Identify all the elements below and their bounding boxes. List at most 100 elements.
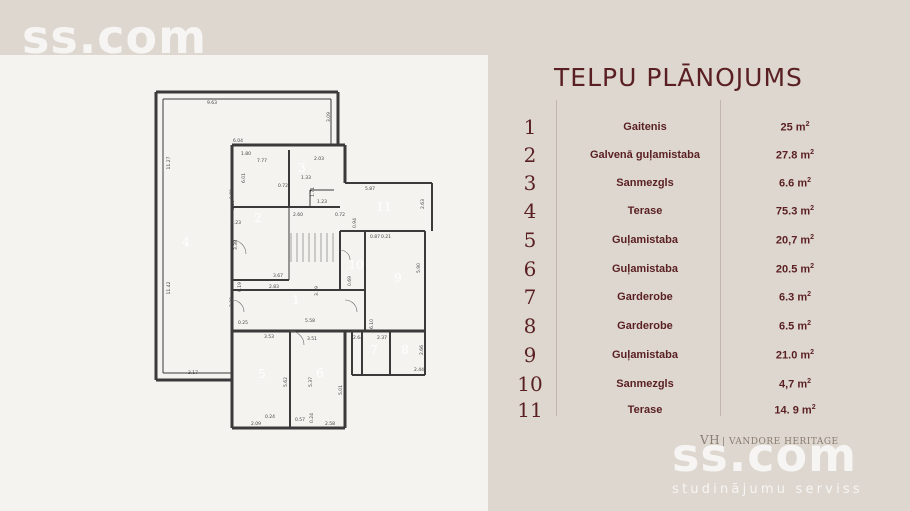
dimension-label: 0.89	[229, 189, 235, 199]
room-area: 27.8 m2	[740, 149, 850, 162]
room-area-unit: 2	[810, 149, 815, 156]
watermark-logo-bottom: ss.com	[672, 428, 858, 482]
room-area: 6.5 m2	[740, 320, 850, 333]
room-area-unit: 2	[810, 349, 815, 356]
dimension-label: 0.24	[309, 413, 315, 423]
dimension-label: 3.17	[188, 370, 198, 376]
room-area: 20.5 m2	[740, 263, 850, 276]
room-name: Sanmezgls	[616, 177, 674, 189]
dimension-label: 1.80	[241, 151, 251, 157]
room-area-unit: 2	[807, 291, 812, 298]
room-name: Garderobe	[617, 291, 673, 303]
door-swing	[231, 299, 245, 313]
room-area: 6.3 m2	[740, 291, 850, 304]
room-area-value: 75.3 m	[775, 205, 811, 218]
room-area-unit: 2	[807, 378, 812, 385]
room-area: 14. 9 m2	[740, 404, 850, 417]
room-area-value: 14. 9 m	[774, 404, 812, 417]
room-number: 9	[523, 343, 537, 367]
room-name: Terase	[627, 404, 663, 416]
legend-title: TELPU PLĀNOJUMS	[554, 63, 803, 92]
dimension-label: 7.77	[257, 158, 267, 164]
dimension-label: 3.67	[273, 273, 283, 279]
room-label: 5	[258, 367, 266, 381]
room-number: 4	[523, 199, 537, 223]
room-name: Terase	[627, 205, 663, 217]
dimension-label: 0.72	[278, 183, 288, 189]
room-name: Galvenā guļamistaba	[589, 149, 701, 161]
room-label: 11	[376, 200, 391, 214]
room-area-unit: 2	[810, 205, 815, 212]
watermark-logo-top: ss.com	[22, 10, 208, 64]
room-label: 6	[316, 366, 324, 380]
room-area: 6.6 m2	[740, 177, 850, 190]
dimension-label: 2.03	[314, 156, 324, 162]
door-swing	[339, 249, 351, 261]
room-name: Sanmezgls	[616, 378, 674, 390]
dimension-label: 0.87	[370, 234, 380, 240]
room-area: 75.3 m2	[740, 205, 850, 218]
room-label: 1	[292, 293, 300, 307]
dimension-label: 11.27	[166, 156, 172, 169]
room-number: 6	[523, 257, 537, 281]
dimension-label: 1.23	[317, 199, 327, 205]
room-label: 7	[370, 343, 378, 357]
room-area-value: 4,7 m	[778, 378, 808, 391]
room-number: 8	[523, 314, 537, 338]
room-area-unit: 2	[810, 263, 815, 270]
room-area: 21.0 m2	[740, 349, 850, 362]
dimension-label: 0.25	[238, 320, 248, 326]
room-area-value: 27.8 m	[775, 149, 811, 162]
door-swing	[231, 239, 247, 255]
room-area-unit: 2	[807, 320, 812, 327]
room-area: 20,7 m2	[740, 234, 850, 247]
dimension-label: 5.37	[308, 377, 314, 387]
dimension-label: 0.21	[381, 234, 391, 240]
room-name: Guļamistaba	[611, 349, 679, 361]
room-label: 8	[401, 343, 409, 357]
room-area: 25 m2	[740, 121, 850, 134]
dimension-label: 3.51	[307, 336, 317, 342]
legend-row: 9 Guļamistaba 21.0 m2	[510, 342, 900, 370]
room-area-value: 21.0 m	[775, 349, 811, 362]
room-area-value: 6.3 m	[778, 291, 808, 304]
room-area-value: 6.5 m	[778, 320, 808, 333]
legend-row: 6 Guļamistaba 20.5 m2	[510, 256, 900, 284]
room-number: 2	[523, 143, 537, 167]
room-label: 4	[182, 235, 190, 249]
dimension-label: 3.38	[233, 240, 239, 250]
dimension-label: 6.01	[241, 173, 247, 183]
room-area: 4,7 m2	[740, 378, 850, 391]
room-name: Gaitenis	[623, 121, 667, 133]
dimension-label: 2.83	[269, 284, 279, 290]
room-name: Guļamistaba	[611, 263, 679, 275]
room-label: 2	[254, 211, 262, 225]
dimension-label: 1.33	[301, 175, 311, 181]
dimension-label: 2.63	[420, 199, 426, 209]
dimension-label: 6.10	[369, 319, 375, 329]
door-swing	[344, 299, 358, 313]
dimension-label: 2.09	[251, 421, 261, 427]
dimension-label: 2.64	[353, 335, 363, 341]
dimension-label: 6.04	[233, 138, 243, 144]
legend-divider-left	[556, 100, 557, 416]
dimension-label: 2.37	[377, 335, 387, 341]
dimension-label: 3.09	[326, 112, 332, 122]
room-number: 1	[523, 115, 537, 139]
dimension-label: 11.42	[166, 281, 172, 294]
room-area-value: 6.6 m	[778, 177, 808, 190]
dimension-label: 0.94	[352, 218, 358, 228]
dimension-label: 2.59	[230, 200, 236, 210]
room-area-unit: 2	[807, 177, 812, 184]
dimension-label: 0.57	[295, 417, 305, 423]
dimension-label: 0.24	[265, 414, 275, 420]
brand-monogram: VH	[700, 433, 721, 447]
dimension-label: 1.71	[310, 187, 316, 197]
room-name: Guļamistaba	[611, 234, 679, 246]
